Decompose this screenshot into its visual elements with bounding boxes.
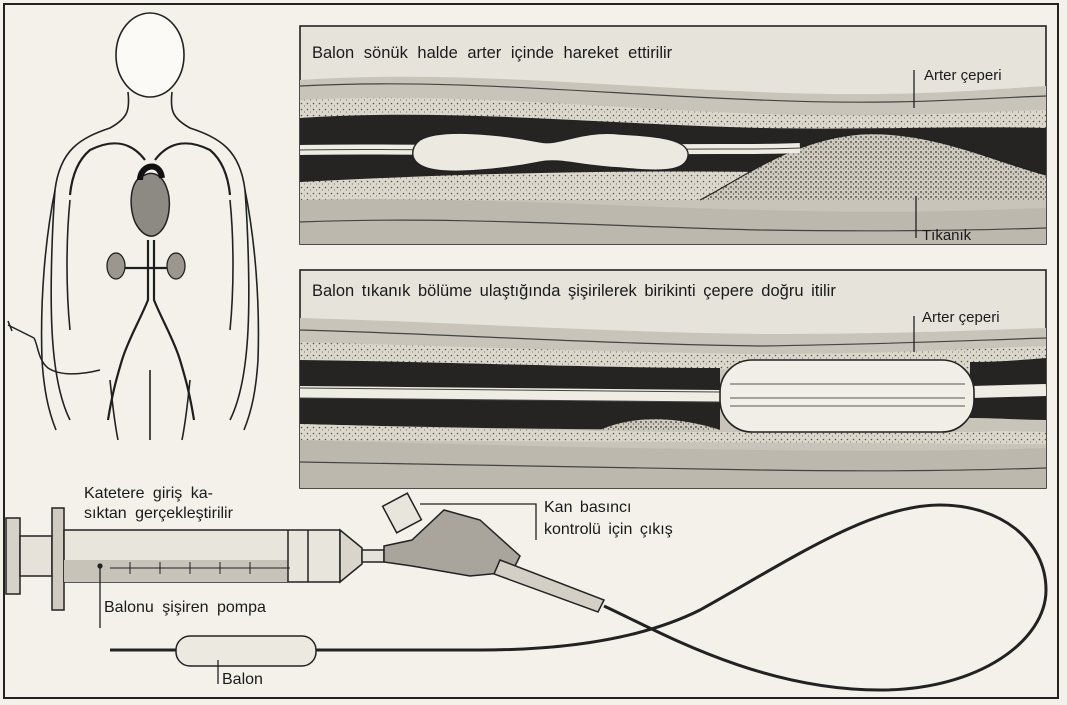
top-panel-caption: Balon sönük halde arter içinde hareket e…	[312, 44, 673, 62]
bottom-artery-wall-label: Arter çeperi	[922, 309, 1000, 326]
heart	[131, 173, 169, 236]
entry-catheter	[8, 321, 100, 374]
syringe-pump	[6, 508, 384, 610]
inflated-balloon	[720, 360, 974, 432]
balloon-label: Balon	[222, 671, 263, 688]
insertion-label-line2: sıktan gerçekleştirilir	[84, 505, 234, 522]
insertion-label-line1: Katetere giriş ka-	[84, 485, 213, 502]
bottom-artery-illustration	[300, 318, 1046, 488]
pump-pointer-dot	[97, 563, 102, 568]
top-artery-illustration	[300, 77, 1046, 244]
pressure-label-line1: Kan basıncı	[544, 499, 632, 516]
right-kidney	[167, 253, 185, 279]
top-artery-wall-label: Arter çeperi	[924, 67, 1002, 84]
catheter-balloon	[176, 636, 316, 666]
pressure-label-line2: kontrolü için çıkış	[544, 521, 673, 538]
top-blockage-label: Tıkanık	[922, 227, 972, 244]
bottom-panel-caption: Balon tıkanık bölüme ulaştığında şişiril…	[312, 282, 836, 300]
left-kidney	[107, 253, 125, 279]
pump-label: Balonu şişiren pompa	[104, 599, 266, 616]
